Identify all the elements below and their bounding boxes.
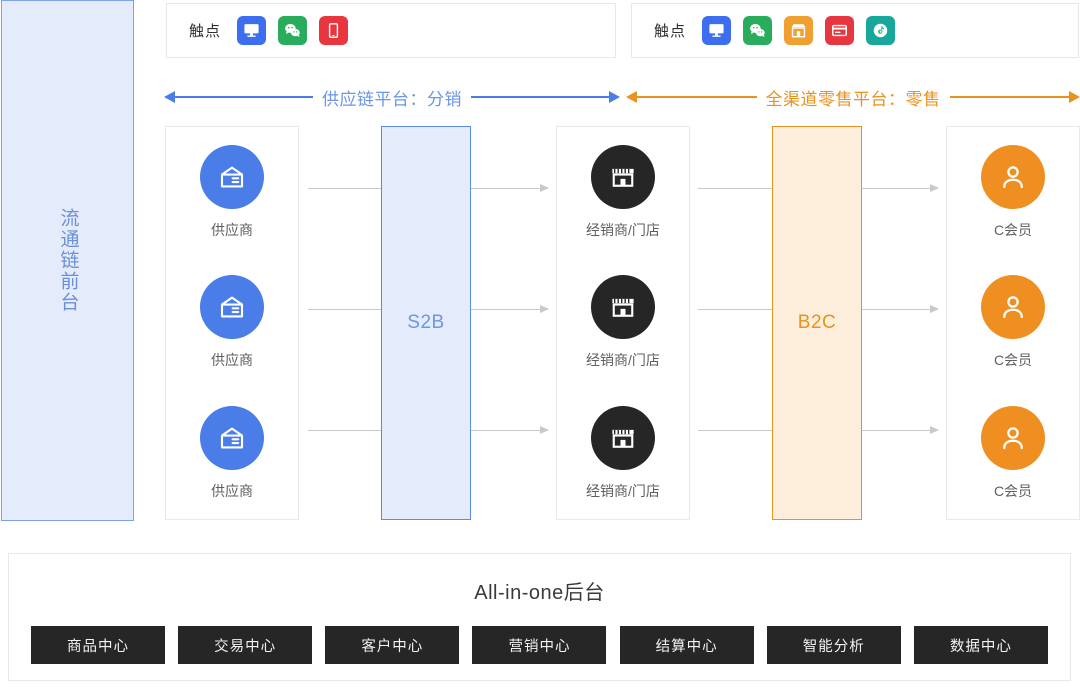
arrow-head-left-icon xyxy=(164,91,175,103)
arrow-head-left-icon xyxy=(626,91,637,103)
dealer-entity[interactable]: 经销商/门店 xyxy=(586,144,660,240)
member-entity[interactable]: C会员 xyxy=(981,275,1045,370)
supply-chain-arrow-label: 供应链平台：分销 xyxy=(322,89,462,109)
storefront-icon xyxy=(590,144,655,209)
platform-b2c-label: B2C xyxy=(797,312,837,333)
touchpoint-panel-left: 触点 xyxy=(166,3,616,58)
touchpoint-icon-group-right xyxy=(702,16,896,45)
backend-module-list: 商品中心 交易中心 客户中心 营销中心 结算中心 智能分析 数据中心 xyxy=(9,626,1070,664)
platform-b2c[interactable]: B2C xyxy=(772,126,862,520)
module-button-customer[interactable]: 客户中心 xyxy=(325,626,460,664)
flow-diagram: 供应商 供应商 供应商 S2B 经销商/门店 xyxy=(0,126,1080,521)
factory-icon xyxy=(200,144,264,209)
storefront-icon xyxy=(590,275,655,340)
dealer-label: 经销商/门店 xyxy=(586,352,660,369)
touchpoint-label-right: 触点 xyxy=(654,23,687,40)
module-button-marketing[interactable]: 营销中心 xyxy=(472,626,607,664)
supplier-entity[interactable]: 供应商 xyxy=(200,406,264,501)
touchpoint-label-left: 触点 xyxy=(189,23,222,40)
platform-s2b-label: S2B xyxy=(407,312,445,333)
backend-title: All-in-one后台 xyxy=(474,582,605,604)
member-label: C会员 xyxy=(993,221,1033,238)
supplier-label: 供应商 xyxy=(211,221,253,238)
dealer-label: 经销商/门店 xyxy=(586,221,660,238)
platform-s2b[interactable]: S2B xyxy=(381,126,471,520)
dealer-entity[interactable]: 经销商/门店 xyxy=(586,406,660,501)
arrow-line xyxy=(637,96,757,98)
module-button-product[interactable]: 商品中心 xyxy=(31,626,165,664)
backend-panel: All-in-one后台 商品中心 交易中心 客户中心 营销中心 结算中心 智能… xyxy=(8,553,1071,681)
module-button-transaction[interactable]: 交易中心 xyxy=(178,626,313,664)
supply-chain-arrow: 供应链平台：分销 xyxy=(164,80,620,114)
payment-card-icon[interactable] xyxy=(825,16,855,45)
touchpoint-icon-group-left xyxy=(237,16,349,45)
suppliers-column: 供应商 供应商 供应商 xyxy=(165,126,299,520)
module-button-settlement[interactable]: 结算中心 xyxy=(619,626,754,664)
person-icon xyxy=(981,406,1045,471)
storefront-icon xyxy=(590,406,655,471)
douyin-music-icon[interactable] xyxy=(866,16,896,45)
members-column: C会员 C会员 C会员 xyxy=(946,126,1080,520)
person-icon xyxy=(981,275,1045,340)
module-button-data[interactable]: 数据中心 xyxy=(913,626,1048,664)
monitor-icon[interactable] xyxy=(702,16,732,45)
wechat-icon[interactable] xyxy=(278,16,308,45)
monitor-icon[interactable] xyxy=(237,16,267,45)
member-label: C会员 xyxy=(993,352,1033,369)
arrow-head-right-icon xyxy=(609,91,620,103)
factory-icon xyxy=(200,406,264,471)
module-button-analytics[interactable]: 智能分析 xyxy=(766,626,901,664)
supplier-entity[interactable]: 供应商 xyxy=(200,275,264,370)
arrow-line xyxy=(949,96,1069,98)
store-icon[interactable] xyxy=(784,16,814,45)
wechat-icon[interactable] xyxy=(743,16,773,45)
supplier-label: 供应商 xyxy=(211,352,253,369)
arrow-line xyxy=(471,96,609,98)
arrow-head-right-icon xyxy=(1069,91,1080,103)
supplier-label: 供应商 xyxy=(211,483,253,500)
member-entity[interactable]: C会员 xyxy=(981,144,1045,240)
touchpoint-panel-right: 触点 xyxy=(631,3,1079,58)
dealers-column: 经销商/门店 经销商/门店 经销商/门店 xyxy=(556,126,690,520)
front-stage-panel: 流通链前台 xyxy=(1,0,134,521)
member-label: C会员 xyxy=(993,483,1033,500)
retail-arrow-label: 全渠道零售平台：零售 xyxy=(765,89,941,109)
front-stage-label: 流通链前台 xyxy=(57,208,79,313)
person-icon xyxy=(981,144,1045,209)
dealer-label: 经销商/门店 xyxy=(586,483,660,500)
dealer-entity[interactable]: 经销商/门店 xyxy=(586,275,660,370)
retail-arrow: 全渠道零售平台：零售 xyxy=(626,80,1080,114)
member-entity[interactable]: C会员 xyxy=(981,406,1045,501)
arrow-line xyxy=(175,96,313,98)
factory-icon xyxy=(200,275,264,340)
mobile-phone-icon[interactable] xyxy=(319,16,349,45)
supplier-entity[interactable]: 供应商 xyxy=(200,144,264,240)
